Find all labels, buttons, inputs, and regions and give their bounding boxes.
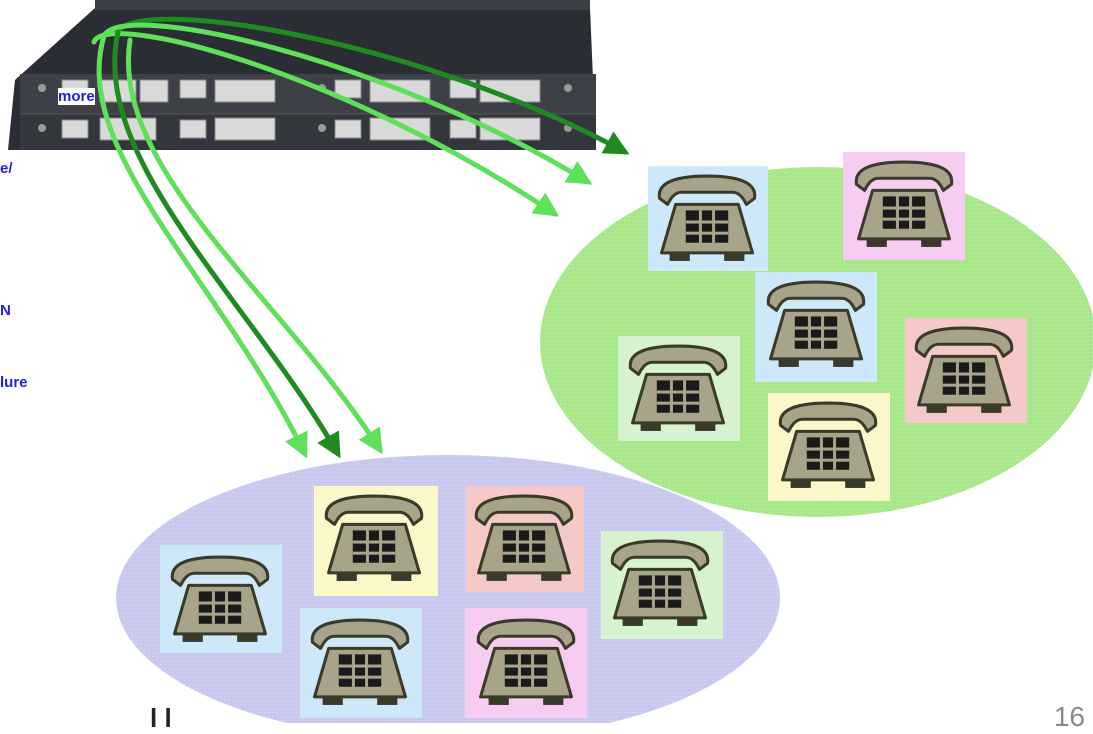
connections-right <box>91 16 630 217</box>
side-text-lure: lure <box>0 374 28 391</box>
side-text-n: N <box>0 302 11 319</box>
side-text-more: more <box>58 88 95 105</box>
phones-right <box>618 152 1027 501</box>
gateway-device <box>8 0 596 150</box>
footer-fragment: l l <box>150 703 172 733</box>
page-number: 16 <box>1053 701 1085 732</box>
connections-bottom <box>96 29 383 459</box>
phones-bottom <box>160 486 723 718</box>
side-text-e: e/ <box>0 160 13 177</box>
